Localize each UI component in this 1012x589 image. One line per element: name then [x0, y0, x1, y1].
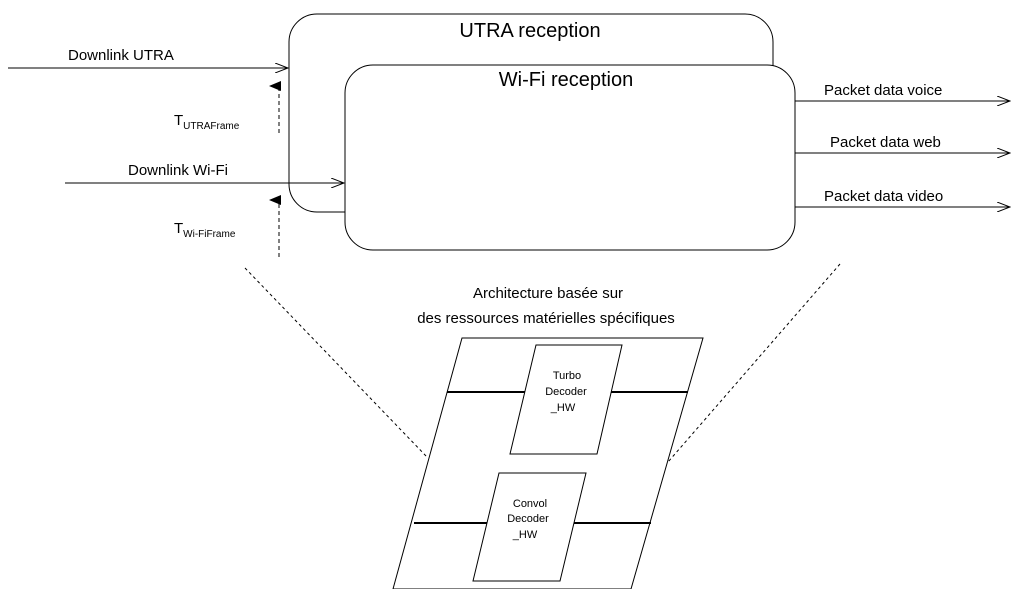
utra-frame-trigger-label: TUTRAFrame: [174, 112, 240, 132]
downlink-utra-label: Downlink UTRA: [68, 47, 174, 64]
architecture-caption-line1: Architecture basée sur: [473, 285, 623, 302]
packet-video-label: Packet data video: [824, 188, 943, 205]
packet-web-label: Packet data web: [830, 134, 941, 151]
utra-reception-title: UTRA reception: [459, 20, 600, 42]
convol-decoder-label-line3: _HW: [512, 529, 538, 541]
turbo-decoder-label-line2: Decoder: [545, 386, 587, 398]
turbo-decoder-label-line3: _HW: [550, 402, 576, 414]
packet-voice-label: Packet data voice: [824, 82, 942, 99]
convol-decoder-label-line1: Convol: [513, 498, 547, 510]
architecture-caption-line2: des ressources matérielles spécifiques: [417, 310, 675, 327]
convol-decoder-label-line2: Decoder: [507, 513, 549, 525]
zoom-line-left: [244, 267, 428, 458]
wifi-reception-title: Wi-Fi reception: [499, 69, 633, 91]
hardware-chip: [392, 337, 704, 589]
zoom-line-right: [667, 263, 841, 463]
turbo-decoder-label-line1: Turbo: [553, 370, 581, 382]
turbo-decoder-block: [509, 344, 623, 455]
downlink-wifi-label: Downlink Wi-Fi: [128, 162, 228, 179]
convol-decoder-block: [472, 472, 587, 582]
wifi-reception-block: [344, 64, 796, 251]
wifi-frame-trigger-label: TWi-FiFrame: [174, 220, 236, 240]
